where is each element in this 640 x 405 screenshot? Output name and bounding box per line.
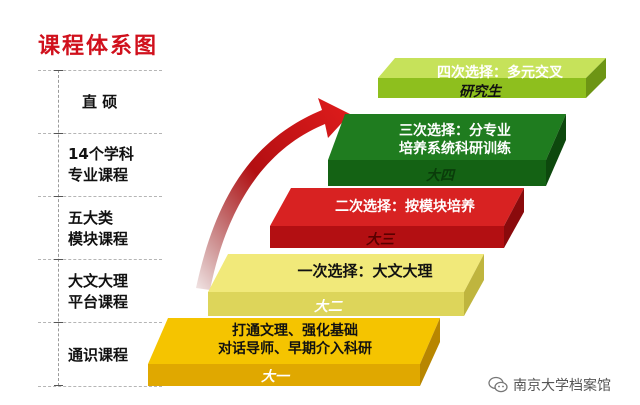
step-choice-text: 对话导师、早期介入科研 bbox=[218, 341, 372, 357]
scale-tick bbox=[54, 70, 63, 71]
year-freshman: 大一 bbox=[261, 369, 289, 385]
label-line: 直 硕 bbox=[82, 93, 118, 111]
step-graduate bbox=[378, 58, 606, 98]
course-level-scale: 直 硕 14个学科 专业课程 五大类 模块课程 大文大理 平台课程 通识课程 bbox=[38, 70, 162, 387]
step-sophomore-choice: 一次选择：大文大理 bbox=[250, 262, 480, 280]
scale-tick bbox=[54, 259, 63, 260]
scale-divider bbox=[38, 133, 162, 134]
label-line: 模块课程 bbox=[68, 230, 129, 248]
label-module-courses: 五大类 模块课程 bbox=[68, 208, 128, 250]
label-general-courses: 通识课程 bbox=[68, 345, 128, 366]
label-line: 专业课程 bbox=[68, 166, 129, 184]
label-line: 平台课程 bbox=[68, 293, 129, 311]
step-choice-text: 四次选择：多元交叉 bbox=[437, 65, 563, 81]
step-junior bbox=[270, 188, 524, 248]
step-freshman-choice: 打通文理、强化基础 对话导师、早期介入科研 bbox=[175, 322, 415, 358]
step-senior-choice: 三次选择：分专业 培养系统科研训练 bbox=[360, 122, 550, 158]
scale-axis bbox=[58, 70, 59, 386]
step-junior-choice: 二次选择：按模块培养 bbox=[300, 198, 510, 216]
scale-tick bbox=[54, 385, 63, 386]
year-junior: 大三 bbox=[366, 232, 394, 248]
wechat-icon bbox=[488, 376, 508, 393]
year-senior: 大四 bbox=[426, 168, 454, 184]
scale-divider bbox=[38, 196, 162, 197]
scale-divider bbox=[38, 386, 162, 387]
year-sophomore: 大二 bbox=[314, 299, 342, 315]
label-line: 通识课程 bbox=[68, 346, 129, 364]
step-choice-text: 二次选择：按模块培养 bbox=[335, 199, 475, 215]
scale-divider bbox=[38, 322, 162, 323]
label-platform-courses: 大文大理 平台课程 bbox=[68, 271, 128, 313]
scale-divider bbox=[38, 70, 162, 71]
label-line: 大文大理 bbox=[68, 272, 129, 290]
label-masters: 直 硕 bbox=[82, 92, 117, 113]
page-title: 课程体系图 bbox=[38, 34, 159, 59]
step-graduate-choice: 四次选择：多元交叉 bbox=[400, 64, 600, 82]
curved-arrow-icon bbox=[196, 98, 350, 290]
scale-tick bbox=[54, 133, 63, 134]
label-line: 五大类 bbox=[68, 209, 114, 227]
label-line: 14个学科 bbox=[68, 145, 134, 163]
step-sophomore bbox=[208, 254, 484, 316]
watermark: 南京大学档案馆 bbox=[488, 374, 633, 396]
scale-tick bbox=[54, 196, 63, 197]
watermark-text: 南京大学档案馆 bbox=[513, 378, 611, 394]
step-senior bbox=[328, 114, 566, 186]
step-choice-text: 一次选择：大文大理 bbox=[297, 262, 433, 280]
step-freshman bbox=[148, 318, 440, 386]
step-choice-text: 三次选择：分专业 bbox=[399, 123, 511, 139]
scale-tick bbox=[54, 322, 63, 323]
year-graduate: 研究生 bbox=[459, 84, 501, 100]
step-choice-text: 培养系统科研训练 bbox=[399, 141, 511, 157]
scale-divider bbox=[38, 259, 162, 260]
label-major-courses: 14个学科 专业课程 bbox=[68, 144, 134, 186]
step-choice-text: 打通文理、强化基础 bbox=[232, 323, 358, 339]
